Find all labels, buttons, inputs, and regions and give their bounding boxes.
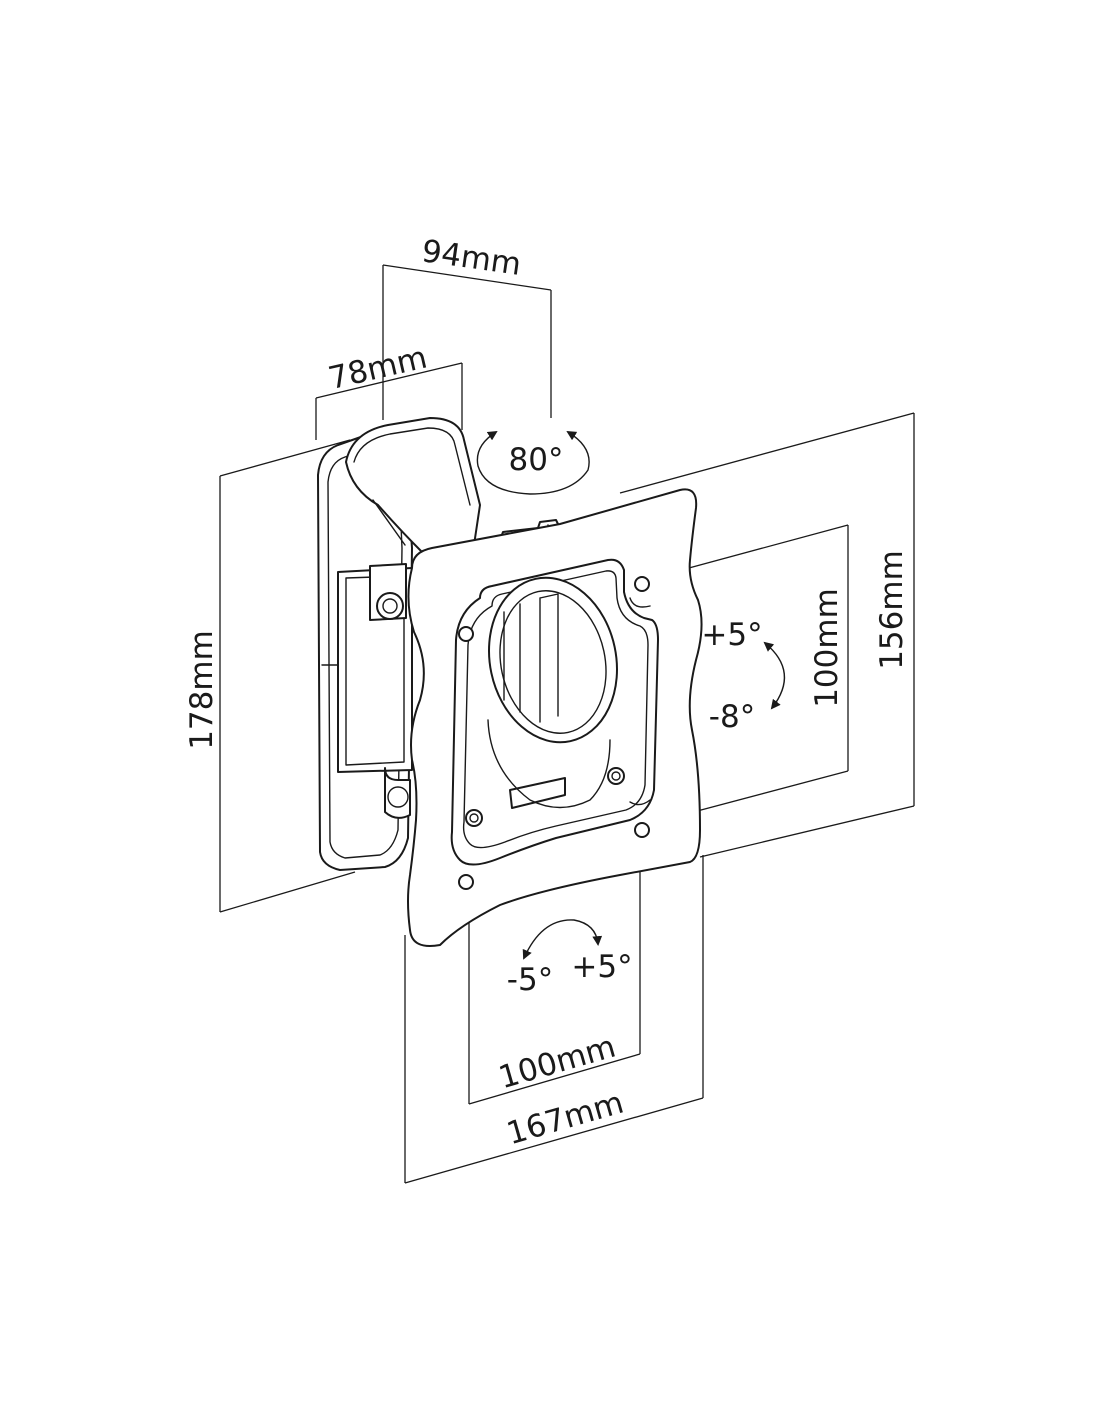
dim-label-156mm: 156mm <box>874 550 910 670</box>
tilt-arm <box>337 417 481 819</box>
dim-label-78mm: 78mm <box>325 339 430 397</box>
dim-label-178mm: 178mm <box>184 630 220 750</box>
dim-label-167mm: 167mm <box>503 1085 628 1153</box>
angle-label-tilt-up: +5° <box>701 617 762 653</box>
tilt-arrow <box>763 641 786 710</box>
dim-label-100mm-vertical: 100mm <box>809 588 845 708</box>
angle-label-rotate-right: +5° <box>571 949 632 985</box>
rotation-arrow <box>522 919 603 960</box>
swivel-arrow <box>476 430 590 495</box>
angle-label-80: 80° <box>509 442 564 478</box>
dim-label-100mm-horizontal: 100mm <box>495 1029 620 1097</box>
dim-label-94mm: 94mm <box>419 233 523 283</box>
angle-label-rotate-left: -5° <box>507 962 553 998</box>
angle-label-tilt-down: -8° <box>709 699 755 735</box>
vesa-plate <box>407 488 703 947</box>
